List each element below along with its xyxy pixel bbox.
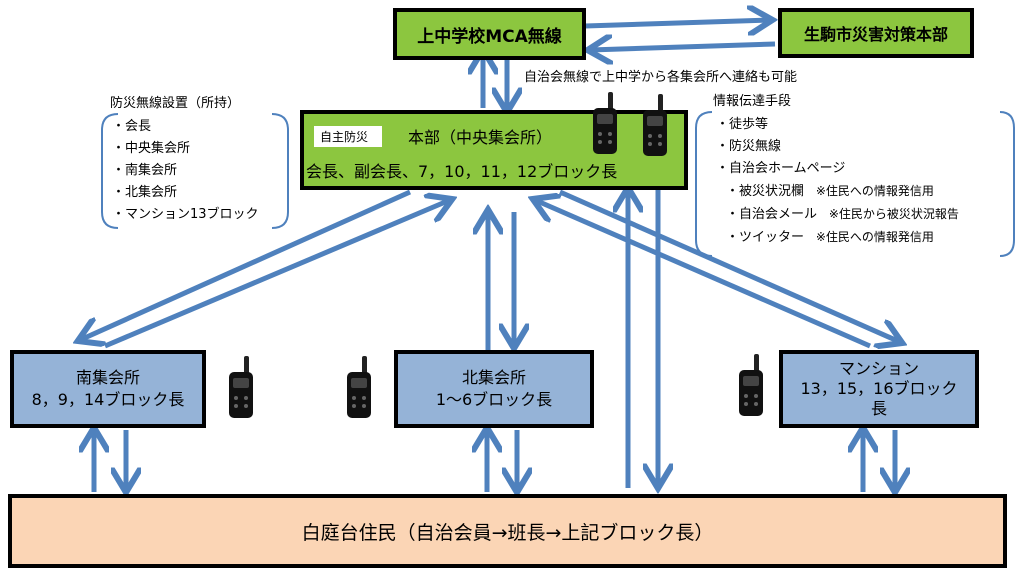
- right-brace: [695, 111, 713, 257]
- south-hall-name: 南集会所: [75, 368, 140, 387]
- info-subitem-note: ※住民への情報発信用: [815, 184, 934, 198]
- city-hq-label: 生駒市災害対策本部: [803, 25, 948, 44]
- mansion-blocks: 13，15，16ブロック: [800, 379, 958, 398]
- radio-list: ・会長 ・中央集会所 ・南集会所 ・北集会所 ・マンション13ブロック: [112, 116, 259, 226]
- radio-list-title: 防災無線設置（所持）: [110, 96, 241, 111]
- mansion-blocks-cont: 長: [870, 399, 887, 418]
- mca-radio-label: 上中学校MCA無線: [417, 26, 562, 47]
- right-brace-right: [999, 111, 1015, 257]
- left-brace-right: [271, 113, 289, 229]
- info-list: ・徒歩等 ・防災無線 ・自治会ホームページ ・被災状況欄 ※住民への情報発信用 …: [716, 114, 959, 249]
- radio-handset-icon: [643, 94, 667, 156]
- hq-tag: 自主防災: [314, 126, 383, 147]
- radio-handset-icon: [593, 92, 617, 154]
- radio-handset-icon: [347, 356, 371, 418]
- north-hall-box: 北集会所 1～6ブロック長: [394, 350, 594, 428]
- radio-list-item: ・マンション13ブロック: [112, 207, 259, 222]
- info-list-title: 情報伝達手段: [713, 94, 792, 109]
- info-subitem-name: ・被災状況欄: [726, 184, 805, 199]
- info-subitem-note: ※住民から被災状況報告: [828, 207, 959, 221]
- radio-handset-icon: [739, 354, 763, 416]
- south-hall-box: 南集会所 8，9，14ブロック長: [10, 350, 206, 428]
- info-list-item: ・徒歩等: [716, 117, 769, 132]
- north-hall-name: 北集会所: [461, 368, 526, 387]
- hq-members: 会長、副会長、7，10，11，12ブロック長: [306, 162, 618, 181]
- info-list-item: ・防災無線: [716, 139, 782, 154]
- info-subitem-note: ※住民への情報発信用: [815, 230, 934, 244]
- info-subitem: ・被災状況欄 ※住民への情報発信用: [716, 180, 959, 203]
- residents-label: 白庭台住民（自治会員→班長→上記ブロック長）: [301, 521, 714, 544]
- north-hall-blocks: 1～6ブロック長: [435, 390, 553, 409]
- radio-list-item: ・中央集会所: [112, 141, 191, 156]
- info-subitem-name: ・ツイッター: [726, 230, 805, 245]
- info-list-item: ・自治会ホームページ: [716, 161, 846, 176]
- city-hq-box: 生駒市災害対策本部: [778, 8, 974, 58]
- radio-handset-icon: [229, 356, 253, 418]
- residents-box: 白庭台住民（自治会員→班長→上記ブロック長）: [8, 494, 1007, 568]
- hq-title: 本部（中央集会所）: [408, 128, 553, 147]
- mansion-name: マンション: [838, 359, 919, 378]
- mca-radio-box: 上中学校MCA無線: [393, 8, 586, 60]
- hq-box: 自主防災 本部（中央集会所） 会長、副会長、7，10，11，12ブロック長: [300, 110, 688, 190]
- south-hall-blocks: 8，9，14ブロック長: [31, 390, 185, 409]
- mansion-box: マンション 13，15，16ブロック 長: [779, 350, 979, 428]
- radio-note: 自治会無線で上中学から各集会所へ連絡も可能: [524, 70, 798, 85]
- radio-list-item: ・北集会所: [112, 185, 178, 200]
- info-subitem-name: ・自治会メール: [726, 207, 818, 222]
- radio-list-item: ・会長: [112, 119, 152, 134]
- left-brace: [101, 113, 119, 229]
- radio-list-item: ・南集会所: [112, 163, 178, 178]
- info-subitem: ・自治会メール ※住民から被災状況報告: [716, 203, 959, 226]
- info-subitem: ・ツイッター ※住民への情報発信用: [716, 226, 959, 249]
